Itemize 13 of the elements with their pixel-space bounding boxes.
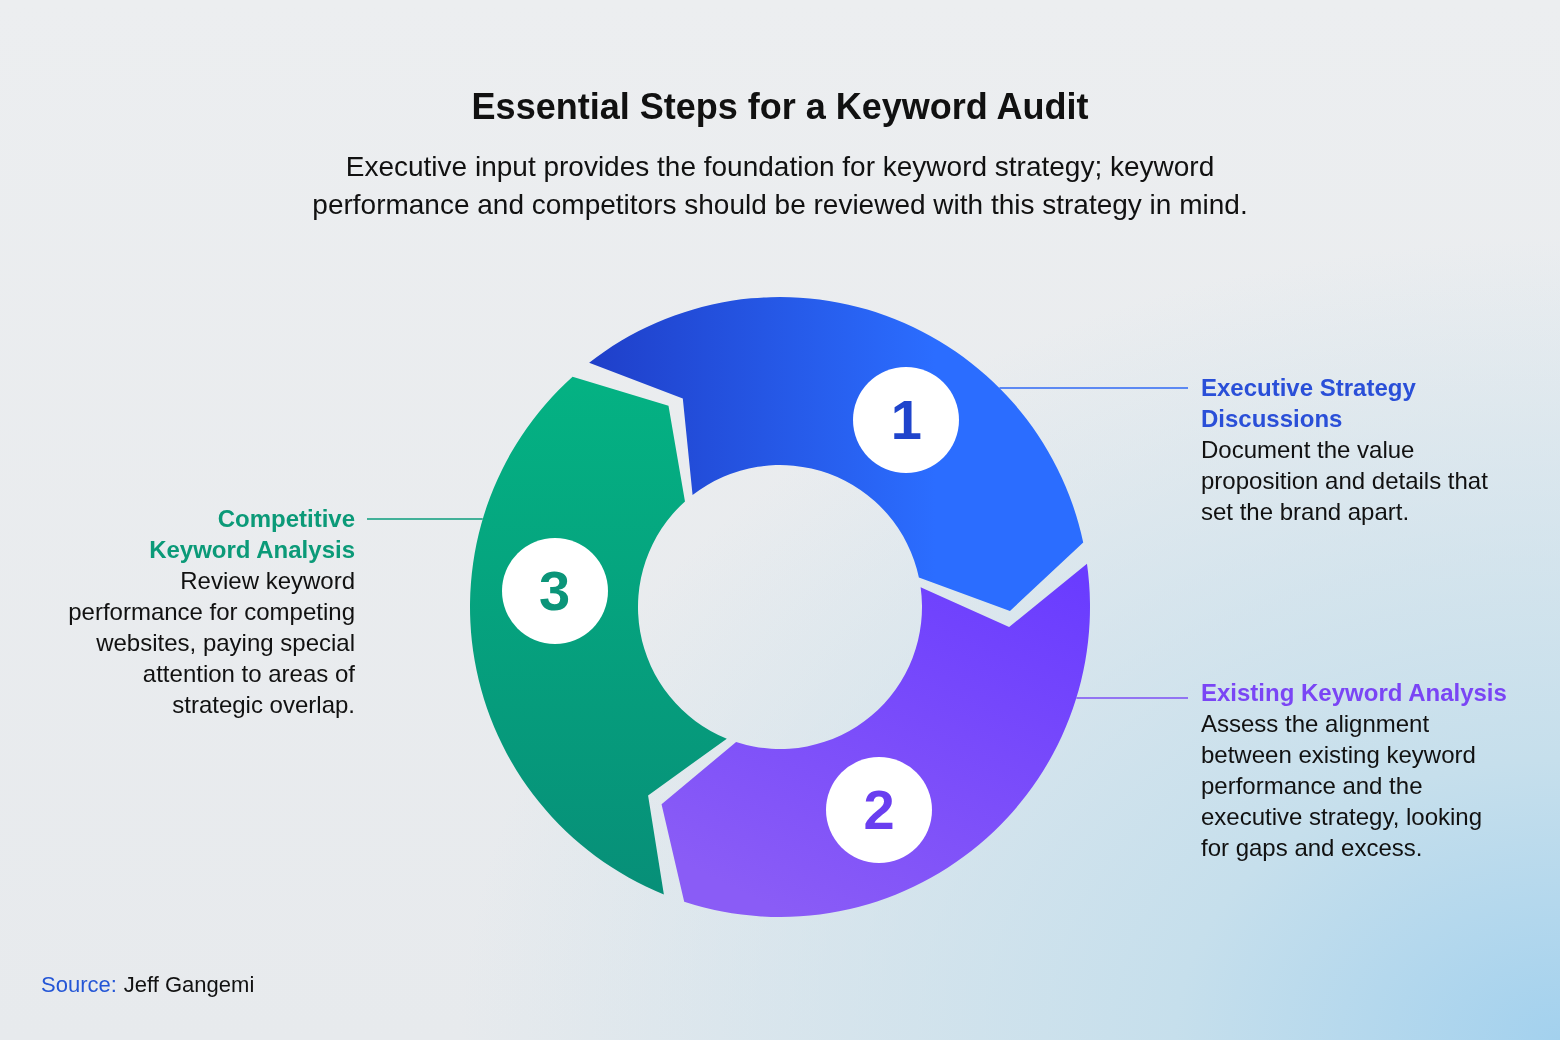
step-heading: Competitive Keyword Analysis xyxy=(148,504,355,565)
step-heading: Existing Keyword Analysis xyxy=(1201,678,1507,708)
step-description: Review keyword performance for competing websites, paying special attention to areas of strategic overlap. xyxy=(67,566,355,720)
step-description: Document the value proposition and details that set the brand apart. xyxy=(1201,435,1489,527)
source-name: Jeff Gangemi xyxy=(123,971,255,999)
source-label: Source: xyxy=(41,971,117,999)
leader-line xyxy=(366,518,484,520)
leader-line xyxy=(1075,697,1189,699)
step-heading: Executive Strategy Discussions xyxy=(1201,373,1417,434)
title: Essential Steps for a Keyword Audit xyxy=(471,85,1089,129)
subtitle: Executive input provides the foundation for keyword strategy; keyword performance and competitors should be reviewed with this strategy in mind. xyxy=(311,150,1249,222)
step-description: Assess the alignment between existing keyword performance and the executive strategy, looking for gaps and excess. xyxy=(1201,709,1484,863)
leader-line xyxy=(998,387,1189,389)
